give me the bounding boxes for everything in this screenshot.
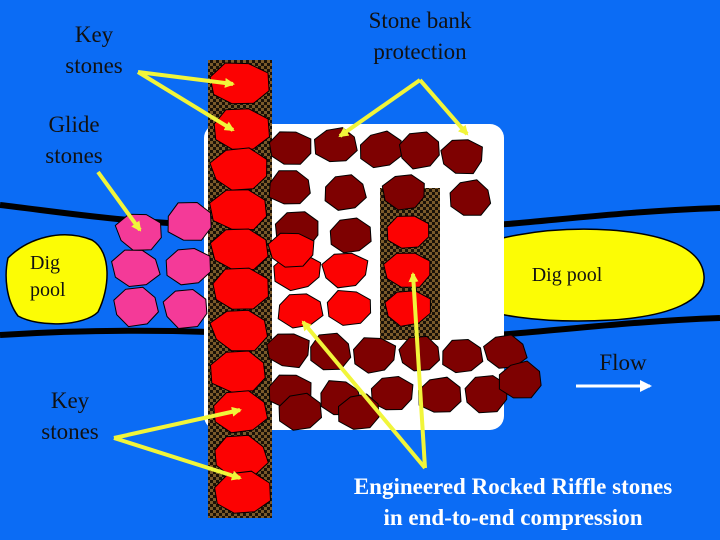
glide-stone xyxy=(113,286,159,328)
bank-stone xyxy=(498,360,542,399)
bank-stone xyxy=(442,338,484,374)
arrow-riffle-2 xyxy=(408,272,427,469)
dig-pool-left-label: Dig pool xyxy=(30,252,66,301)
riffle-stone xyxy=(267,232,315,268)
flow-label: Flow xyxy=(599,350,647,375)
arrow-key-top-2 xyxy=(136,70,235,132)
bank-stone xyxy=(440,139,483,175)
riffle-stone xyxy=(386,215,430,249)
glide-stone xyxy=(165,247,212,286)
bank-stone xyxy=(398,131,440,170)
bank-stone xyxy=(381,174,425,211)
glide-stone xyxy=(167,201,212,241)
key-stone xyxy=(209,147,268,191)
dig-pool-left xyxy=(5,234,108,325)
arrow-key-top-1 xyxy=(137,70,235,88)
glide-stone xyxy=(162,288,208,330)
bank-stone xyxy=(370,375,414,411)
arrow-bank-1 xyxy=(338,78,422,138)
riffle-stone xyxy=(321,252,369,289)
riffle-label: Engineered Rocked Riffle stones in end-t… xyxy=(353,474,673,530)
key-stone xyxy=(212,267,269,310)
key-stone xyxy=(213,108,271,150)
glide-stone xyxy=(111,249,161,288)
bank-stone xyxy=(268,170,311,205)
bank-stone xyxy=(359,130,403,169)
arrow-glide xyxy=(96,170,142,232)
arrow-key-bottom-1 xyxy=(113,406,242,440)
key-stones-top-label: Key stones xyxy=(65,22,123,78)
arrow-riffle-1 xyxy=(301,320,427,470)
riffle-stone xyxy=(384,290,431,327)
key-stones-bottom-label: Key stones xyxy=(41,388,99,444)
arrow-bank-2 xyxy=(418,78,469,136)
riffle-stone xyxy=(326,289,372,326)
glide-stones-label: Glide stones xyxy=(45,112,103,168)
dig-pool-right-label: Dig pool xyxy=(531,264,603,286)
stone-bank-label: Stone bank protection xyxy=(368,8,472,64)
glide-stone xyxy=(114,213,162,251)
key-stone xyxy=(209,62,270,105)
bank-stone xyxy=(324,174,367,211)
bank-stone xyxy=(449,179,492,216)
bank-stone xyxy=(329,217,372,254)
bank-stone xyxy=(278,392,323,431)
key-stone xyxy=(214,470,272,514)
arrow-key-bottom-2 xyxy=(113,436,242,481)
bank-stone xyxy=(268,131,312,165)
bank-stone xyxy=(266,333,310,369)
callout-arrows xyxy=(96,70,469,481)
bank-stone xyxy=(352,337,397,374)
